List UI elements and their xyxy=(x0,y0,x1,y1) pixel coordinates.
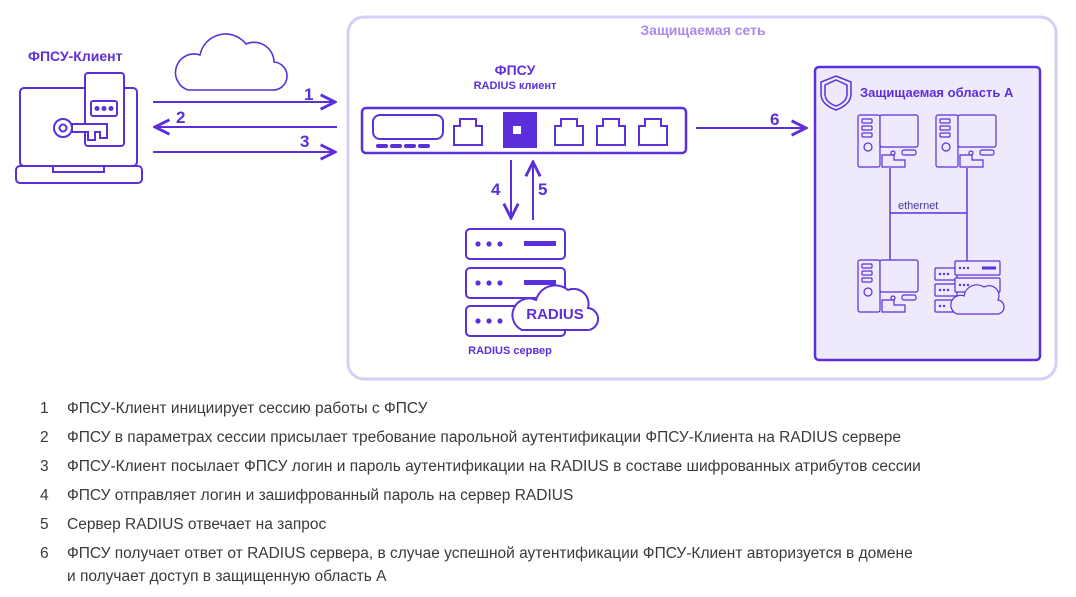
step-continuation: и получает доступ в защищенную область А xyxy=(40,562,1070,591)
protected-zone-title: Защищаемая область А xyxy=(860,85,1014,100)
server-leds xyxy=(475,241,556,324)
step-text: ФПСУ-Клиент посылает ФПСУ логин и пароль… xyxy=(67,458,921,475)
protected-network-title: Защищаемая сеть xyxy=(640,22,766,38)
cloud-icon xyxy=(174,33,288,91)
step-number: 5 xyxy=(40,516,49,533)
step-item: 1 ФПСУ-Клиент инициирует сессию работы с… xyxy=(40,394,1070,423)
arrow-4-label: 4 xyxy=(491,180,501,199)
cloud-server-leds xyxy=(938,266,996,308)
step-text: ФПСУ-Клиент инициирует сессию работы с Ф… xyxy=(67,400,428,417)
step-number: 3 xyxy=(40,458,49,475)
step-item: 6 ФПСУ получает ответ от RADIUS сервера,… xyxy=(40,539,1070,568)
fpsu-subtitle: RADIUS клиент xyxy=(473,80,557,92)
ethernet-label: ethernet xyxy=(898,200,939,212)
arrow-3-label: 3 xyxy=(300,132,310,151)
shield-icon xyxy=(820,75,852,111)
workstation-icon xyxy=(935,114,997,168)
arrow-1-label: 1 xyxy=(304,85,314,104)
step-number: 4 xyxy=(40,487,49,504)
step-item: 4 ФПСУ отправляет логин и зашифрованный … xyxy=(40,481,1070,510)
step-text: ФПСУ получает ответ от RADIUS сервера, в… xyxy=(67,545,913,562)
arrow-5-label: 5 xyxy=(538,180,548,199)
arrow-6-label: 6 xyxy=(770,110,780,129)
radius-server-title: RADIUS сервер xyxy=(468,345,552,357)
client-title: ФПСУ-Клиент xyxy=(28,48,123,64)
step-text: Сервер RADIUS отвечает на запрос xyxy=(67,516,327,533)
cloud-server-icon xyxy=(934,260,1005,315)
arrow-2-label: 2 xyxy=(176,108,186,127)
step-number: 6 xyxy=(40,545,49,562)
radius-cloud-label: RADIUS xyxy=(526,306,584,323)
step-number: 1 xyxy=(40,400,49,417)
workstation-icon xyxy=(857,259,919,313)
key-icon xyxy=(53,118,108,141)
auth-diagram: Защищаемая сеть ФПСУ-Клиент ФПСУ RADIUS … xyxy=(15,15,1058,381)
diagram-canvas xyxy=(15,15,1058,381)
ethernet-links xyxy=(889,168,968,262)
fpsu-title: ФПСУ xyxy=(494,62,536,78)
password-dots-icon xyxy=(90,100,118,117)
network-switch-icon xyxy=(360,106,688,155)
step-item: 5 Сервер RADIUS отвечает на запрос xyxy=(40,510,1070,539)
radius-cloud-icon xyxy=(511,284,600,332)
workstation-icon xyxy=(857,114,919,168)
laptop-icon xyxy=(15,87,143,184)
step-item: 3 ФПСУ-Клиент посылает ФПСУ логин и паро… xyxy=(40,452,1070,481)
step-number: 2 xyxy=(40,429,49,446)
step-text: ФПСУ в параметрах сессии присылает требо… xyxy=(67,429,901,446)
step-text: ФПСУ отправляет логин и зашифрованный па… xyxy=(67,487,574,504)
step-item: 2 ФПСУ в параметрах сессии присылает тре… xyxy=(40,423,1070,452)
step-text: и получает доступ в защищенную область А xyxy=(67,568,387,585)
steps-list: 1 ФПСУ-Клиент инициирует сессию работы с… xyxy=(40,394,1070,591)
